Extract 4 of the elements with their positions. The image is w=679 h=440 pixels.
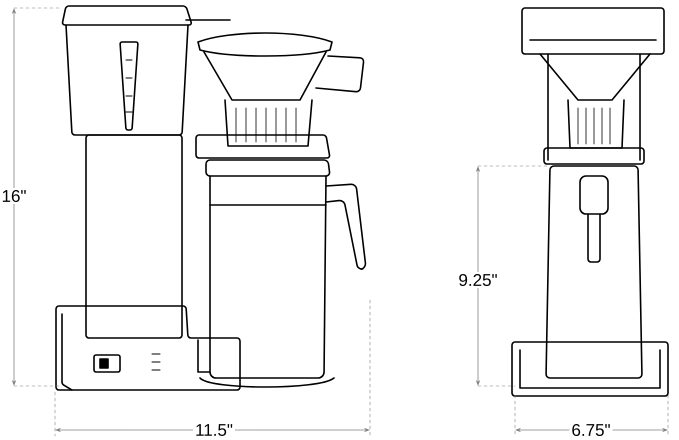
- dimension-label: 11.5": [193, 422, 235, 438]
- dimension-label: 9.25": [456, 272, 500, 288]
- dimension-label: 6.75": [569, 422, 613, 438]
- dimension-label: 16": [0, 188, 28, 204]
